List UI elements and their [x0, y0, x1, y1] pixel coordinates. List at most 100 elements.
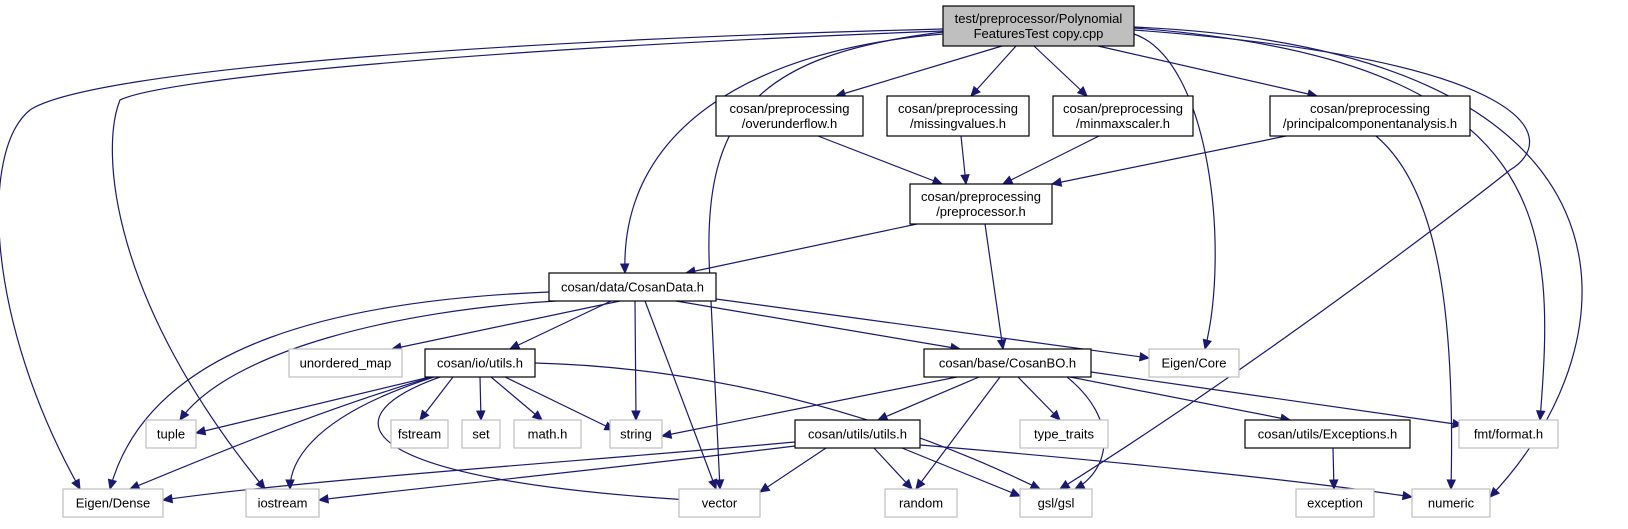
node-label: cosan/preprocessing/missingvalues.h [898, 101, 1018, 131]
arrowhead-icon [476, 410, 486, 422]
edge-ioutils-to-fstream [419, 376, 454, 421]
node-eigendense: Eigen/Dense [62, 488, 164, 518]
edge-cosanbo-to-utilsutils [876, 376, 980, 421]
node-label: gsl/gsl [1038, 496, 1075, 511]
arrowhead-icon [1076, 86, 1088, 97]
arrowhead-icon [255, 478, 266, 490]
node-label: cosan/preprocessing/overunderflow.h [730, 101, 850, 131]
edge-exceptions-to-exception [1329, 447, 1339, 491]
edge-root-to-cosandata [619, 33, 944, 275]
node-preprocessor[interactable]: cosan/preprocessing/preprocessor.h [909, 183, 1053, 225]
node-pca[interactable]: cosan/preprocessing/principalcomponentan… [1269, 95, 1471, 137]
node-tuple: tuple [145, 419, 197, 449]
edge-root-to-pca [1097, 45, 1319, 99]
edge-root-to-minmaxscaler [1033, 45, 1088, 97]
edge-root-to-missingvalues [970, 45, 1017, 97]
node-numeric: numeric [1411, 488, 1491, 518]
arrowhead-icon [1329, 479, 1339, 491]
edge-cosandata-to-tuple [179, 300, 557, 422]
node-gsl: gsl/gsl [1019, 488, 1093, 518]
node-set: set [461, 419, 501, 449]
node-label: type_traits [1034, 427, 1094, 442]
node-label: cosan/base/CosanBO.h [939, 356, 1076, 371]
arrowhead-icon [1049, 409, 1061, 421]
arrowhead-icon [631, 410, 641, 422]
node-label: cosan/preprocessing/minmaxscaler.h [1063, 101, 1183, 131]
edge-ioutils-to-math [490, 376, 543, 421]
node-label: cosan/utils/utils.h [808, 427, 907, 442]
node-label: fstream [398, 427, 441, 442]
node-label: unordered_map [300, 356, 392, 371]
node-ioutils[interactable]: cosan/io/utils.h [424, 348, 536, 378]
node-fstream: fstream [390, 419, 449, 449]
edge-root-to-fmt [1133, 27, 1546, 422]
arrowhead-icon [1050, 177, 1063, 187]
arrowhead-icon [970, 85, 981, 97]
edge-root-to-gsl [1058, 29, 1531, 490]
arrowhead-icon [1058, 479, 1071, 490]
arrowhead-icon [708, 478, 718, 491]
arrowhead-icon [960, 174, 970, 186]
node-label: Eigen/Core [1161, 356, 1226, 371]
node-vector: vector [678, 488, 761, 518]
edge-cosandata-to-eigendense [107, 291, 550, 491]
node-utilsutils[interactable]: cosan/utils/utils.h [794, 419, 921, 449]
node-label: vector [702, 496, 738, 511]
node-eigencore: Eigen/Core [1148, 348, 1240, 378]
arrowhead-icon [1535, 410, 1546, 422]
arrowhead-icon [876, 411, 889, 421]
edge-cosandata-to-eigencore [715, 298, 1151, 362]
arrowhead-icon [660, 429, 673, 439]
edge-cosandata-to-string [631, 300, 641, 422]
arrowhead-icon [179, 409, 190, 422]
edge-cosandata-to-vector [644, 300, 718, 491]
edge-cosanbo-to-exceptions [1069, 376, 1292, 423]
arrowhead-icon [71, 478, 81, 491]
node-math: math.h [513, 419, 582, 449]
node-iostream: iostream [245, 488, 320, 518]
arrowhead-icon [714, 479, 725, 491]
edge-root-to-iostream [111, 30, 944, 490]
node-cosanbo[interactable]: cosan/base/CosanBO.h [923, 348, 1092, 378]
node-label: cosan/utils/Exceptions.h [1258, 427, 1397, 442]
edge-cosandata-to-ioutils [508, 300, 612, 350]
arrowhead-icon [128, 480, 141, 490]
node-minmaxscaler[interactable]: cosan/preprocessing/minmaxscaler.h [1052, 95, 1194, 137]
arrowhead-icon [1138, 351, 1151, 362]
edge-utilsutils-to-gsl [901, 447, 1022, 497]
node-cosandata[interactable]: cosan/data/CosanData.h [548, 272, 717, 302]
node-label: set [472, 427, 490, 442]
arrowhead-icon [508, 340, 521, 350]
node-exceptions[interactable]: cosan/utils/Exceptions.h [1244, 419, 1411, 449]
arrowhead-icon [1446, 479, 1456, 491]
node-missingvalues[interactable]: cosan/preprocessing/missingvalues.h [886, 95, 1030, 137]
node-label: cosan/preprocessing/principalcomponentan… [1283, 101, 1457, 131]
edge-cosanbo-to-random [915, 376, 1001, 490]
arrowhead-icon [1489, 486, 1501, 498]
node-label: numeric [1428, 496, 1475, 511]
arrowhead-icon [758, 482, 771, 493]
edge-utilsutils-to-iostream [317, 445, 796, 504]
edge-preprocessor-to-cosandata [684, 223, 918, 276]
arrowhead-icon [915, 478, 926, 490]
node-label: cosan/io/utils.h [437, 356, 523, 371]
edge-preprocessor-to-cosanbo [984, 223, 1007, 351]
arrowhead-icon [317, 494, 330, 504]
arrowhead-icon [902, 478, 913, 490]
edge-utilsutils-to-eigendense [161, 441, 796, 504]
node-overunderflow[interactable]: cosan/preprocessing/overunderflow.h [715, 95, 864, 137]
node-label: Eigen/Dense [76, 496, 150, 511]
node-random: random [884, 488, 958, 518]
arrowhead-icon [1401, 490, 1414, 501]
node-label: iostream [258, 496, 308, 511]
arrowhead-icon [1001, 175, 1014, 185]
node-type_traits: type_traits [1019, 419, 1109, 449]
node-label: tuple [157, 427, 185, 442]
edge-utilsutils-to-random [873, 447, 913, 490]
edge-cosanbo-to-fmt [1090, 371, 1464, 429]
arrowhead-icon [996, 338, 1007, 351]
